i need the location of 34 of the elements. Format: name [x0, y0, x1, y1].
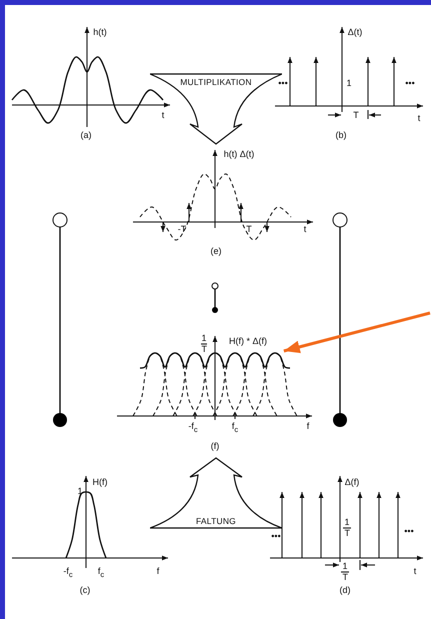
panel-label: (b) [336, 131, 346, 141]
axis-label: t [414, 567, 416, 577]
fraction-label: 1 T [342, 560, 348, 584]
ellipsis: ••• [271, 532, 281, 542]
axis-label: Δ(f) [344, 478, 360, 488]
operation-arrow [150, 457, 282, 530]
tick-label: 1 [346, 79, 352, 89]
fraction-label: 1 T [202, 332, 206, 356]
axis-label: f [306, 422, 310, 432]
tick-label: -f$_{c}$ [63, 566, 73, 580]
axis-label: H(f) [92, 478, 108, 488]
tick-label: -T [178, 225, 186, 235]
waveform-curve [140, 351, 290, 370]
ellipsis: ••• [404, 527, 414, 537]
panel-label: (a) [80, 131, 92, 141]
arrow [283, 312, 430, 354]
tick-label: f$_{c}$ [232, 422, 238, 434]
panel-label: (d) [340, 586, 350, 596]
tick-label: T [246, 225, 252, 235]
axis-label: t [162, 111, 164, 121]
axis-label: f [156, 567, 160, 577]
panel-label: (c) [80, 586, 90, 596]
panel-label: (e) [210, 247, 222, 257]
axis-label: t [304, 225, 306, 235]
ellipsis: ••• [405, 79, 415, 89]
fraction-label: 1 T [344, 516, 350, 540]
axis-label: Δ(t) [348, 28, 362, 38]
tick-label: T [353, 111, 359, 121]
axis-label: t [418, 114, 420, 124]
tick-label: f$_{c}$ [98, 566, 104, 580]
axis-label: h(t) [93, 28, 107, 38]
operation-label: FALTUNG [195, 516, 237, 526]
tick-label: -f$_{c}$ [188, 422, 198, 434]
ellipsis: ••• [278, 79, 288, 89]
